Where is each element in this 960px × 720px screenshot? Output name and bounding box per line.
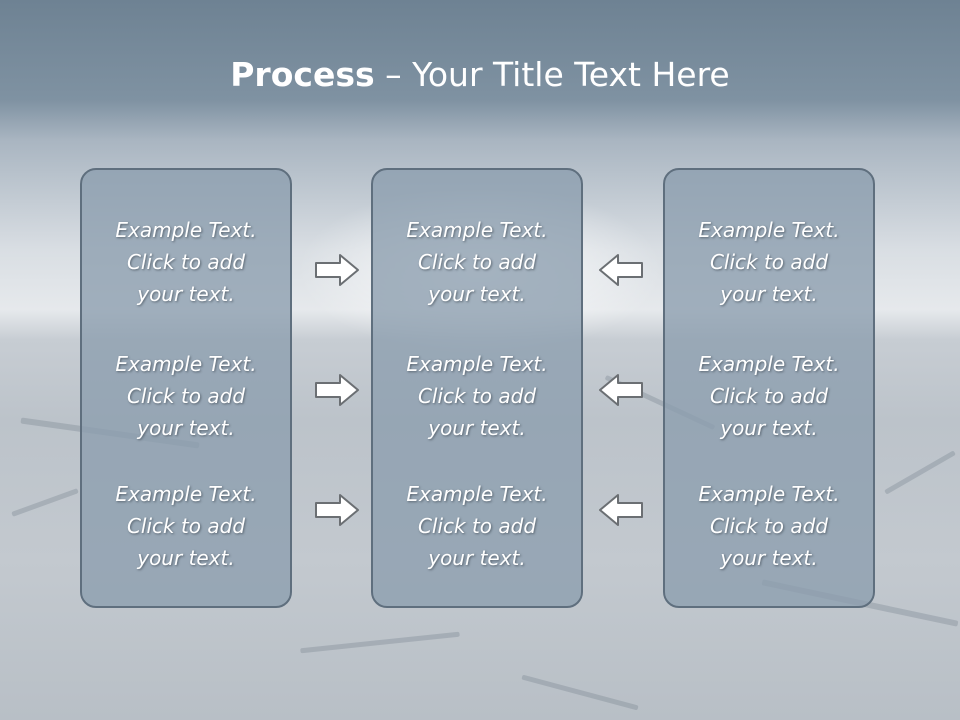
process-box-right[interactable]: Example Text. Click to add your text. Ex… — [663, 168, 875, 608]
text-placeholder[interactable]: Example Text. Click to add your text. — [115, 352, 257, 440]
arrow-left-icon — [599, 374, 643, 406]
arrow-left-icon — [599, 494, 643, 526]
process-box-left[interactable]: Example Text. Click to add your text. Ex… — [80, 168, 292, 608]
text-placeholder[interactable]: Example Text. Click to add your text. — [115, 218, 257, 306]
ground-crack — [521, 674, 639, 711]
text-placeholder[interactable]: Example Text. Click to add your text. — [406, 482, 548, 570]
arrow-right-icon — [315, 254, 359, 286]
slide-title[interactable]: Process – Your Title Text Here — [0, 52, 960, 98]
ground-crack — [11, 488, 79, 517]
ground-crack — [884, 450, 956, 495]
arrow-right-icon — [315, 494, 359, 526]
ground-crack — [300, 631, 460, 654]
text-placeholder[interactable]: Example Text. Click to add your text. — [115, 482, 257, 570]
arrow-right-icon — [315, 374, 359, 406]
process-box-center[interactable]: Example Text. Click to add your text. Ex… — [371, 168, 583, 608]
arrow-left-icon — [599, 254, 643, 286]
text-placeholder[interactable]: Example Text. Click to add your text. — [698, 352, 840, 440]
text-placeholder[interactable]: Example Text. Click to add your text. — [698, 482, 840, 570]
title-bold: Process — [230, 55, 375, 94]
text-placeholder[interactable]: Example Text. Click to add your text. — [406, 352, 548, 440]
title-rest: – Your Title Text Here — [374, 55, 730, 94]
text-placeholder[interactable]: Example Text. Click to add your text. — [406, 218, 548, 306]
text-placeholder[interactable]: Example Text. Click to add your text. — [698, 218, 840, 306]
